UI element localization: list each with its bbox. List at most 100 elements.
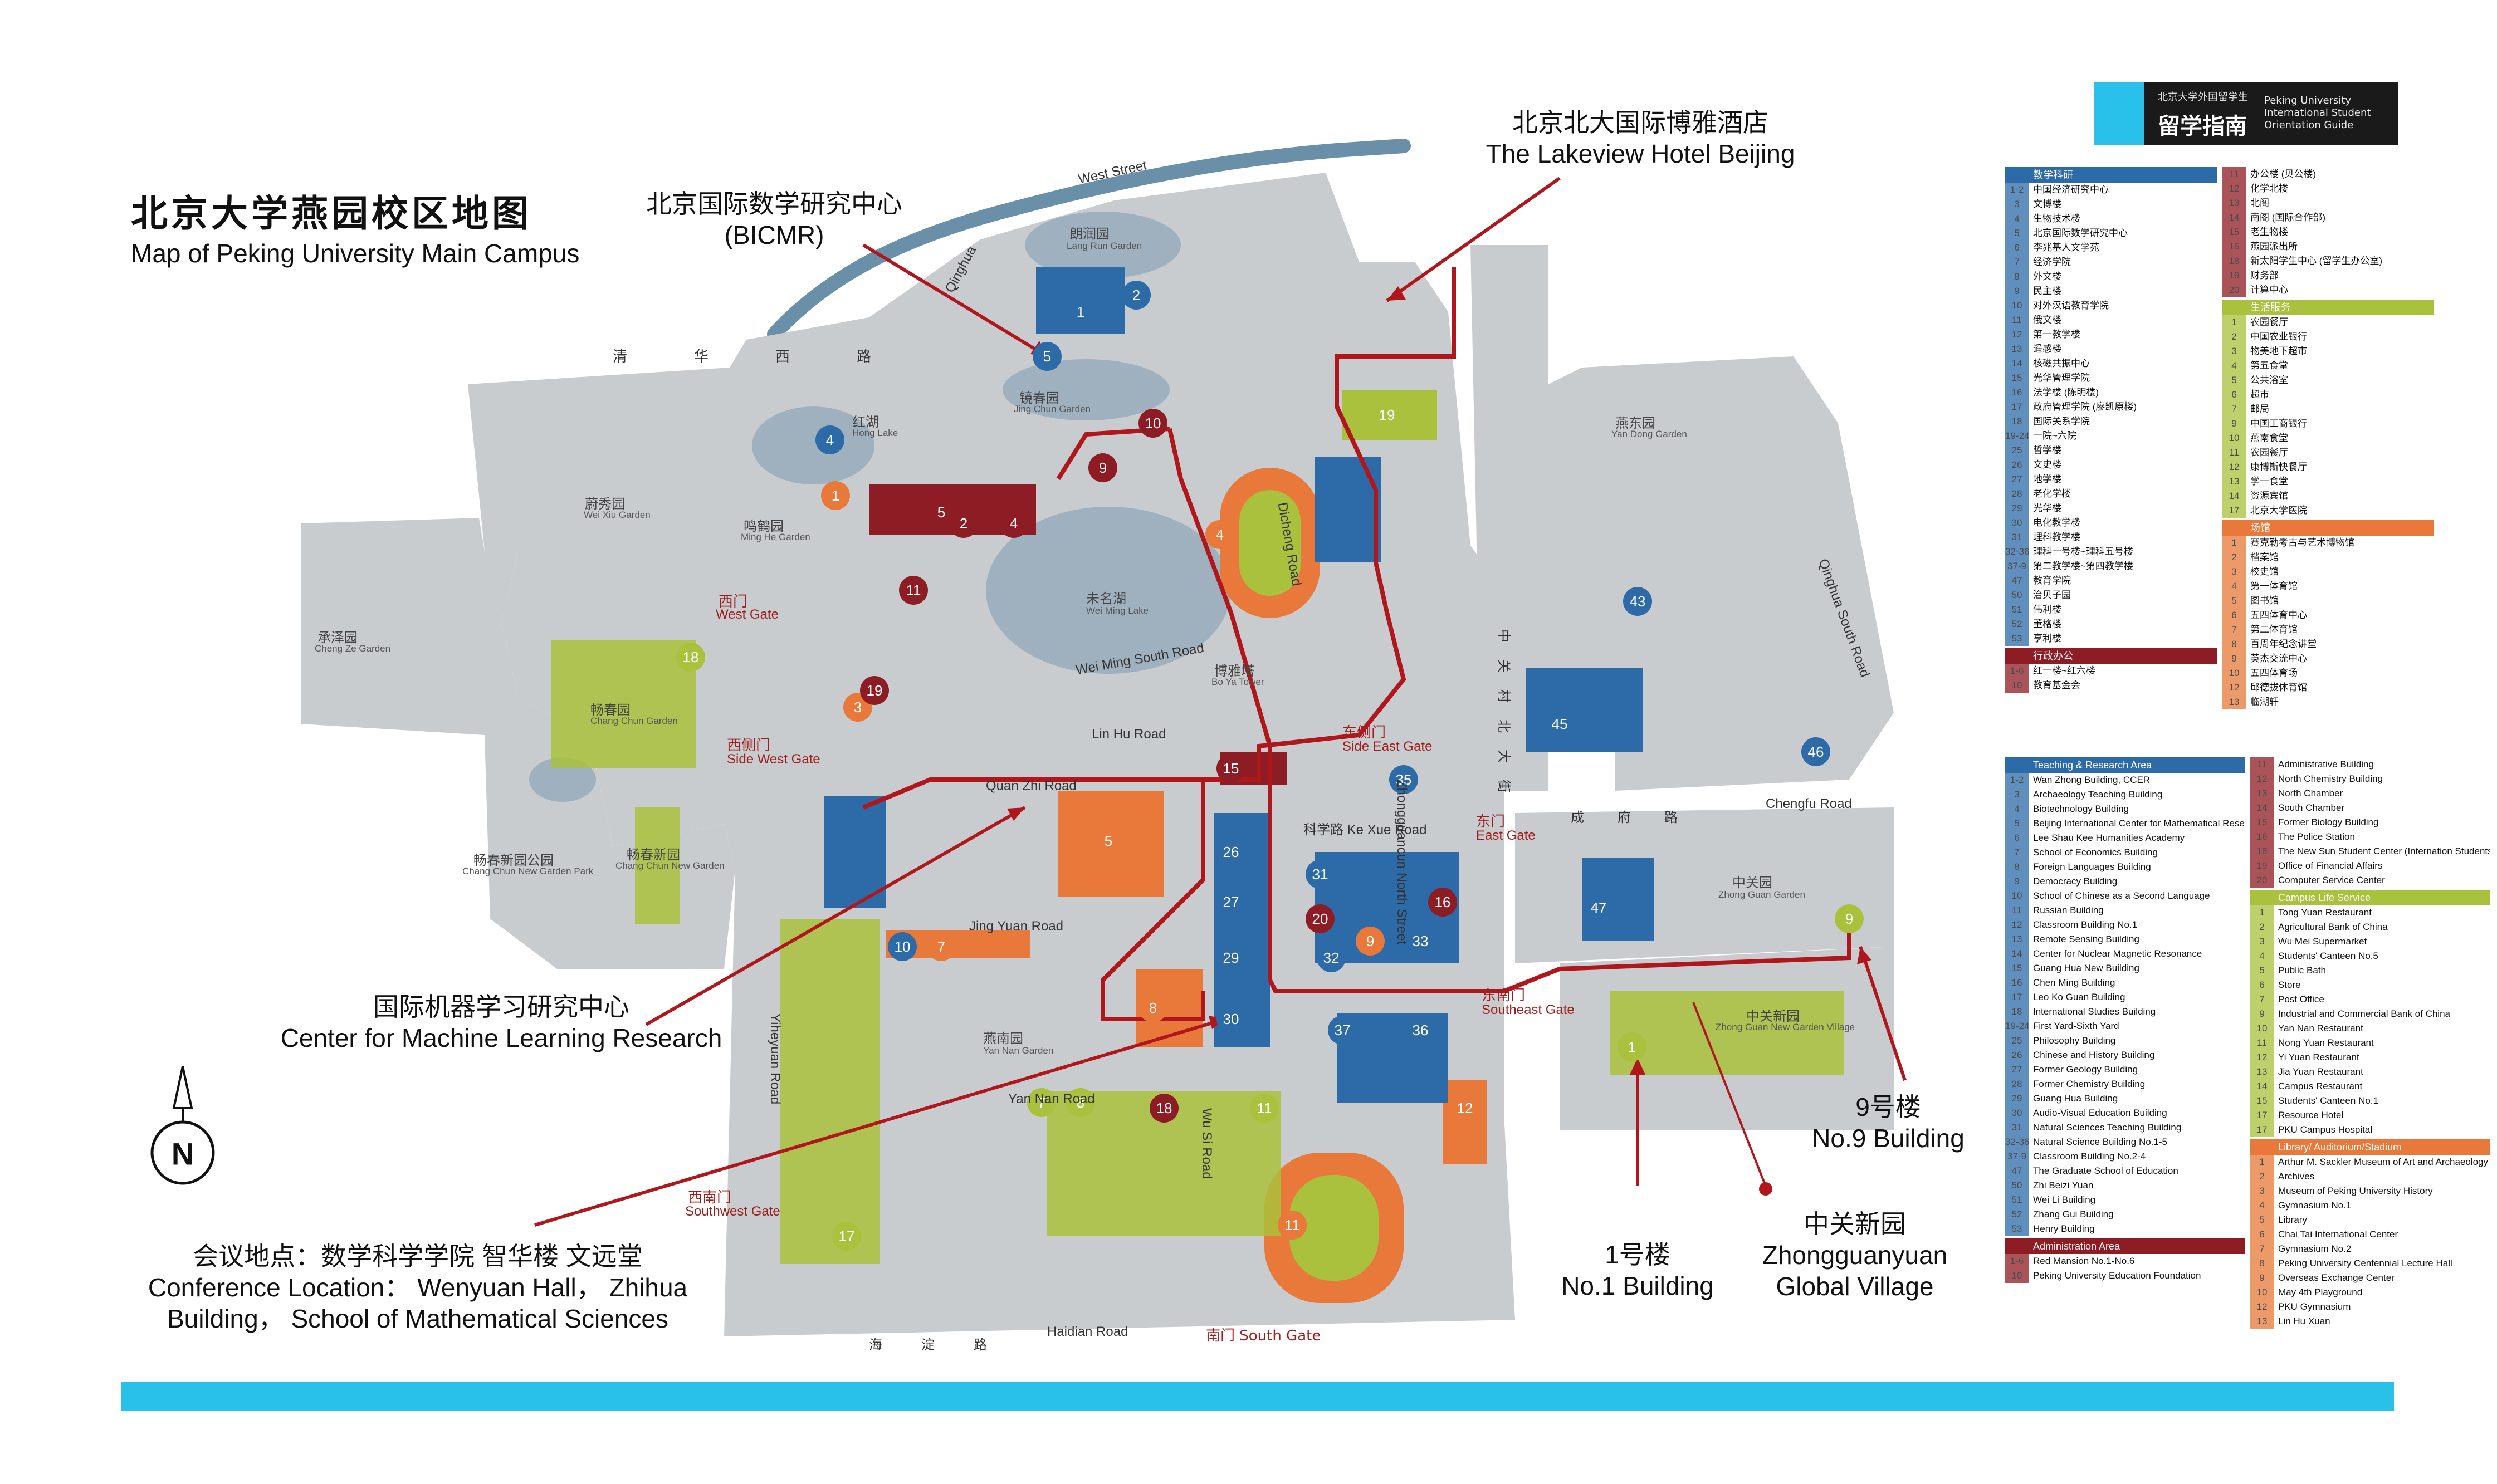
legend-item-label: 外文楼: [2033, 271, 2061, 282]
legend-item: 13 Jia Yuan Restaurant: [2250, 1065, 2490, 1079]
legend-item-label: 农园餐厅: [2250, 317, 2288, 327]
teaching-block-east: [1315, 457, 1381, 562]
callout-cmlr-en: Center for Machine Learning Research: [280, 1023, 722, 1052]
legend-item-label: 五四体育场: [2250, 668, 2298, 678]
legend-item-label: Chen Ming Building: [2033, 977, 2115, 988]
legend-item-label: 政府管理学院 (廖凯原楼): [2033, 401, 2137, 412]
legend-item-label: 第一教学楼: [2033, 329, 2080, 340]
svg-text:18: 18: [1156, 1100, 1172, 1116]
legend-category-teaching: 教学科研: [2005, 167, 2217, 183]
arrowhead-hotel: [1387, 286, 1406, 301]
label-jingchun-en: Jing Chun Garden: [1014, 404, 1091, 414]
arrow-cmlr: [645, 806, 1026, 1026]
svg-text:8: 8: [1149, 1000, 1157, 1016]
legend-item-number: 19-24: [2005, 429, 2029, 443]
legend-item-number: 12: [2005, 918, 2029, 932]
marker-admin-10: [1138, 409, 1167, 438]
marker-life-1: [1618, 1032, 1646, 1061]
legend-item-label: 经济学院: [2033, 257, 2071, 267]
label-weixiu-cn: 蔚秀园: [585, 496, 625, 512]
label-chengze-en: Cheng Ze Garden: [315, 643, 391, 654]
svg-text:31: 31: [1312, 866, 1328, 883]
legend-item-number: 13: [2005, 342, 2029, 356]
svg-text:1: 1: [832, 487, 839, 504]
svg-text:36: 36: [1413, 1022, 1429, 1039]
marker-admin-19: [860, 676, 889, 705]
legend-item-label: 第五食堂: [2250, 360, 2288, 371]
legend-item-number: 6: [2250, 978, 2274, 992]
legend-item-label: Chai Tai International Center: [2278, 1229, 2398, 1240]
arrow-b9: [1859, 946, 1907, 1081]
svg-text:10: 10: [895, 938, 911, 955]
accent-bar-bottom: [121, 1382, 2394, 1411]
teaching-block-west: [824, 796, 886, 908]
legend-item-number: 9: [2005, 874, 2029, 889]
legend-item-number: 2: [2222, 330, 2246, 344]
legend-item-label: Wu Mei Supermarket: [2278, 936, 2367, 947]
legend-item-number: 32-36: [2005, 1135, 2029, 1149]
legend-item-number: 5: [2222, 594, 2246, 608]
legend-item-number: 14: [2250, 1079, 2274, 1094]
marker-teaching-26: [1216, 837, 1245, 866]
legend-item-label: Chinese and History Building: [2033, 1050, 2155, 1060]
legend-item-label: School of Economics Building: [2033, 847, 2158, 858]
svg-text:18: 18: [683, 649, 699, 665]
label-zhongguan-cn: 中关园: [1732, 875, 1772, 890]
svg-text:3: 3: [854, 699, 862, 716]
legend-item-label: 亨利楼: [2033, 633, 2061, 644]
legend-item-number: 7: [2250, 1242, 2274, 1256]
legend-item-number: 17: [2250, 1123, 2274, 1137]
legend-item-number: 13: [2222, 695, 2246, 709]
marker-admin-11: [899, 576, 928, 605]
legend-item-number: 15: [2005, 961, 2029, 976]
callout-conference-cn: 会议地点：数学科学学院 智华楼 文远堂: [193, 1242, 643, 1271]
legend-item-label: 国际关系学院: [2033, 416, 2090, 427]
legend-item-label: 理科教学楼: [2033, 532, 2080, 542]
legend-item: 5 图书馆: [2222, 594, 2434, 608]
legend-item-label: 图书馆: [2250, 595, 2279, 606]
svg-text:4: 4: [1010, 515, 1018, 532]
road-kexue: 科学路 Ke Xue Road: [1303, 822, 1427, 837]
legend-item-number: 1: [2250, 905, 2274, 920]
legend-item-number: 13: [2250, 1065, 2274, 1079]
legend-item-number: 4: [2250, 1198, 2274, 1213]
marker-teaching-36: [1406, 1016, 1435, 1045]
legend-item-label: 法学楼 (陈明楼): [2033, 387, 2099, 398]
legend-item-label: Agricultural Bank of China: [2278, 922, 2388, 932]
gate-sidewest-cn: 西侧门: [727, 737, 771, 754]
legend-item-label: 农园餐厅: [2250, 447, 2288, 458]
legend-item-label: Lin Hu Xuan: [2278, 1316, 2330, 1326]
marker-life-18: [676, 643, 705, 672]
callout-building-1: 1号楼 No.1 Building: [1526, 1239, 1749, 1301]
label-langrun-en: Lang Run Garden: [1067, 241, 1142, 251]
legend-item-number: 3: [2005, 787, 2029, 802]
legend-item-label: Jia Yuan Restaurant: [2278, 1066, 2363, 1077]
legend-item-label: 遥感楼: [2033, 344, 2061, 354]
label-yandong-cn: 燕东园: [1615, 415, 1655, 431]
legend-item-number: 25: [2005, 1034, 2029, 1048]
legend-item-label: 老生物楼: [2250, 227, 2288, 237]
legend-item-number: 5: [2250, 1213, 2274, 1227]
route-south: [1101, 780, 1205, 1021]
field-south: [1289, 1175, 1379, 1281]
